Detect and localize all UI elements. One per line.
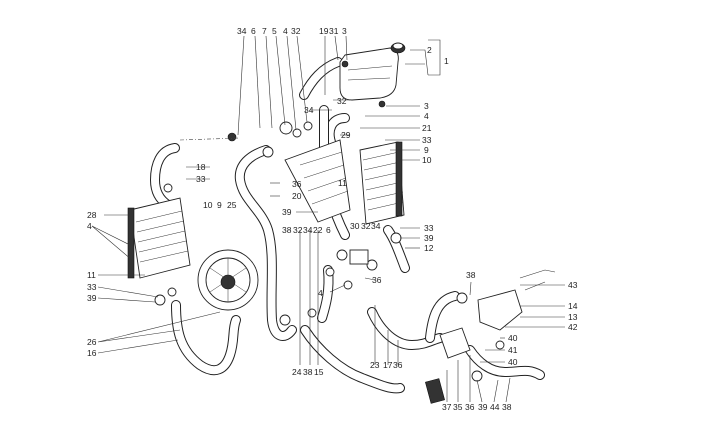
- callout-label: 10: [203, 200, 213, 210]
- callout-label: 36: [372, 275, 382, 285]
- right-radiator: [359, 141, 405, 225]
- callout-label: 38: [303, 367, 313, 377]
- callout-label: 22: [313, 225, 323, 235]
- callout-label: 33: [424, 223, 434, 233]
- thermostat-housing: [425, 289, 523, 404]
- callout-label: 4: [283, 26, 288, 36]
- callout-label: 32: [337, 96, 347, 106]
- callout-label: 24: [292, 367, 302, 377]
- callout-label: 33: [87, 282, 97, 292]
- part-callouts: 34 6 7 5 4 32 19 31 3 2 1 3 4 21 33 9 10…: [87, 26, 578, 412]
- callout-label: 40: [508, 333, 518, 343]
- callout-label: 5: [272, 26, 277, 36]
- callout-label: 34: [303, 225, 313, 235]
- left-radiator: [127, 197, 191, 279]
- callout-label: 17: [383, 360, 393, 370]
- callout-label: 18: [196, 162, 206, 172]
- callout-label: 3: [424, 101, 429, 111]
- callout-label: 39: [478, 402, 488, 412]
- callout-label: 44: [490, 402, 500, 412]
- callout-label: 32: [361, 221, 371, 231]
- expansion-tank: [339, 42, 406, 101]
- callout-label: 35: [453, 402, 463, 412]
- callout-label: 13: [568, 312, 578, 322]
- callout-label: 38: [502, 402, 512, 412]
- callout-label: 20: [292, 191, 302, 201]
- callout-label: 33: [422, 135, 432, 145]
- callout-label: 33: [196, 174, 206, 184]
- callout-label: 34: [371, 221, 381, 231]
- callout-label: 19: [319, 26, 329, 36]
- callout-label: 32: [291, 26, 301, 36]
- clamps-and-fittings: [154, 60, 402, 326]
- callout-label: 1: [444, 56, 449, 66]
- callout-label: 2: [427, 45, 432, 55]
- hose-group: [150, 57, 545, 394]
- hose-36: [234, 145, 297, 341]
- callout-label: 16: [87, 348, 97, 358]
- callout-label: 42: [568, 322, 578, 332]
- callout-label: 9: [424, 145, 429, 155]
- callout-label: 39: [87, 293, 97, 303]
- callout-label: 9: [217, 200, 222, 210]
- callout-label: 37: [442, 402, 452, 412]
- callout-label: 38: [282, 225, 292, 235]
- callout-label: 11: [87, 270, 96, 280]
- cooling-fan: [197, 249, 259, 311]
- callout-label: 34: [304, 105, 314, 115]
- leader-lines: [91, 35, 565, 403]
- callout-label: 36: [465, 402, 475, 412]
- callout-label: 23: [370, 360, 380, 370]
- callout-label: 12: [424, 243, 434, 253]
- callout-label: 28: [87, 210, 97, 220]
- centre-radiator: [284, 139, 351, 223]
- callout-label: 7: [262, 26, 267, 36]
- callout-label: 11: [338, 178, 347, 188]
- callout-label: 25: [227, 200, 237, 210]
- callout-label: 39: [424, 233, 434, 243]
- callout-label: 43: [568, 280, 578, 290]
- callout-label: 36: [292, 179, 302, 189]
- callout-label: 15: [314, 367, 324, 377]
- callout-label: 6: [326, 225, 331, 235]
- callout-label: 38: [466, 270, 476, 280]
- callout-label: 39: [282, 207, 292, 217]
- callout-label: 34: [237, 26, 247, 36]
- callout-label: 4: [87, 221, 92, 231]
- callout-label: 4: [424, 111, 429, 121]
- callout-label: 4: [318, 288, 323, 298]
- callout-label: 31: [329, 26, 339, 36]
- callout-label: 10: [422, 155, 432, 165]
- callout-label: 29: [341, 130, 351, 140]
- callout-label: 3: [342, 26, 347, 36]
- callout-label: 41: [508, 345, 518, 355]
- callout-label: 30: [350, 221, 360, 231]
- callout-label: 32: [293, 225, 303, 235]
- callout-label: 21: [422, 123, 432, 133]
- callout-label: 14: [568, 301, 578, 311]
- callout-label: 40: [508, 357, 518, 367]
- callout-label: 36: [393, 360, 403, 370]
- callout-label: 26: [87, 337, 97, 347]
- callout-label: 6: [251, 26, 256, 36]
